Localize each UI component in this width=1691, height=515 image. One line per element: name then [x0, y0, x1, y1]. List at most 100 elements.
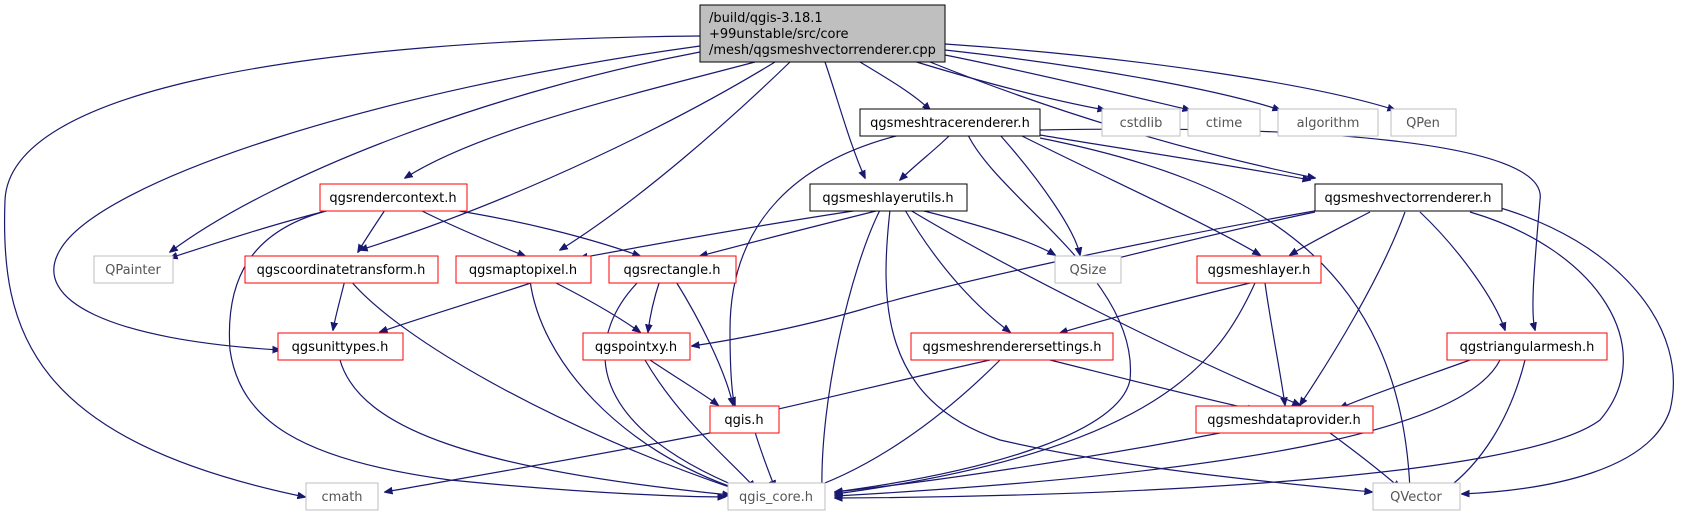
edge-meshlayer-dataprovider [1264, 282, 1285, 405]
edge-layerutils-maptopixel [580, 209, 861, 258]
node-qgiscore: qgis_core.h [727, 482, 826, 511]
node-tracerenderer-label: qgsmeshtracerenderer.h [870, 116, 1030, 131]
node-layerutils[interactable]: qgsmeshlayerutils.h [809, 183, 968, 212]
node-algorithm: algorithm [1277, 108, 1379, 137]
edge-tracerenderer-qgis [730, 134, 901, 405]
node-algorithm-label: algorithm [1297, 116, 1360, 131]
edge-root-unittypes [53, 45, 701, 350]
edge-root-qpen [944, 43, 1395, 110]
node-cstdlib: cstdlib [1101, 108, 1181, 137]
edge-qgis-qgiscore [754, 431, 775, 488]
edge-layerutils-qsize [919, 209, 1055, 255]
edge-triangularmesh-dataprovider [1340, 359, 1471, 408]
edge-root-tracerenderer [859, 61, 930, 110]
edge-rendercontext-qpainter [170, 209, 331, 258]
edge-vectorrenderer-qvector [1462, 204, 1674, 494]
edge-coordtransform-qgiscore [349, 279, 738, 490]
edge-root-cmath [3, 35, 701, 497]
node-unittypes[interactable]: qgsunittypes.h [277, 332, 404, 361]
edge-coordtransform-unittypes [333, 279, 346, 330]
edge-layerutils-qgiscore [822, 209, 881, 490]
edge-maptopixel-pointxy [549, 279, 640, 332]
node-qpen: QPen [1390, 108, 1457, 137]
edge-root-rendercontext [405, 61, 756, 178]
edge-root-qpainter [170, 51, 701, 252]
node-vectorrenderer-label: qgsmeshvectorrenderer.h [1324, 191, 1491, 206]
node-qvector: QVector [1372, 482, 1461, 511]
edge-renderersettings-dataprovider [1049, 359, 1255, 410]
edge-dataprovider-qgiscore [835, 432, 1221, 492]
node-triangularmesh-label: qgstriangularmesh.h [1460, 340, 1595, 355]
node-root-file[interactable]: /build/qgis-3.18.1 +99unstable/src/core … [699, 4, 946, 63]
node-rendercontext[interactable]: qgsrendercontext.h [319, 183, 468, 212]
node-triangularmesh[interactable]: qgstriangularmesh.h [1446, 332, 1608, 361]
node-qpainter-label: QPainter [105, 263, 161, 278]
edge-tracerenderer-vectorrenderer [1039, 134, 1310, 180]
node-coordtransform[interactable]: qgscoordinatetransform.h [244, 255, 439, 284]
edge-rendercontext-coordtransform [358, 209, 386, 252]
edge-meshlayer-qgiscore [835, 282, 1256, 494]
node-qvector-label: QVector [1390, 490, 1442, 505]
edge-triangularmesh-qvector [1445, 359, 1526, 490]
node-rectangle-label: qgsrectangle.h [623, 263, 720, 278]
node-maptopixel-label: qgsmaptopixel.h [469, 263, 577, 278]
node-dataprovider[interactable]: qgsmeshdataprovider.h [1195, 405, 1374, 434]
node-renderersettings[interactable]: qgsmeshrenderersettings.h [910, 332, 1114, 361]
node-renderersettings-label: qgsmeshrenderersettings.h [922, 340, 1101, 355]
edge-root-layerutils [824, 61, 865, 178]
edge-rendercontext-rectangle [439, 207, 640, 256]
edge-maptopixel-unittypes [380, 279, 541, 332]
edge-renderersettings-qgis [765, 359, 991, 412]
edge-root-cstdlib [909, 59, 1105, 110]
node-meshlayer-label: qgsmeshlayer.h [1208, 263, 1311, 278]
edge-layerutils-renderersettings [904, 209, 1010, 332]
node-cmath-label: cmath [321, 490, 362, 505]
node-vectorrenderer[interactable]: qgsmeshvectorrenderer.h [1314, 183, 1503, 212]
edge-rectangle-pointxy [648, 279, 661, 332]
edge-tracerenderer-meshlayer [1019, 134, 1260, 255]
node-pointxy[interactable]: qgspointxy.h [582, 332, 691, 361]
edge-pointxy-qgis [649, 359, 718, 405]
node-cstdlib-label: cstdlib [1120, 116, 1163, 131]
edge-layerutils-rectangle [700, 209, 881, 256]
edge-vectorrenderer-pointxy [692, 209, 1321, 346]
node-rectangle[interactable]: qgsrectangle.h [608, 255, 737, 284]
edge-pointxy-qgiscore [644, 359, 755, 488]
edge-renderersettings-qgiscore [800, 359, 1001, 492]
edge-vectorrenderer-dataprovider [1300, 211, 1406, 405]
edge-vectorrenderer-qsize [1102, 211, 1316, 262]
node-ctime: ctime [1187, 108, 1261, 137]
node-qsize-label: QSize [1070, 263, 1107, 278]
edge-root-coordtransform [360, 61, 776, 250]
edge-rectangle-qgiscore [604, 279, 745, 490]
node-pointxy-label: qgspointxy.h [595, 340, 677, 355]
node-qgis-label: qgis.h [724, 413, 763, 428]
node-tracerenderer[interactable]: qgsmeshtracerenderer.h [859, 108, 1041, 137]
root-line-1: /build/qgis-3.18.1 [709, 11, 823, 26]
node-ctime-label: ctime [1206, 116, 1243, 131]
node-coordtransform-label: qgscoordinatetransform.h [257, 263, 426, 278]
node-qpen-label: QPen [1406, 116, 1440, 131]
edge-qgis-cmath [385, 431, 716, 492]
node-qgis[interactable]: qgis.h [709, 405, 780, 434]
node-cmath: cmath [305, 482, 379, 511]
edge-root-ctime [944, 54, 1190, 110]
node-qgiscore-label: qgis_core.h [739, 490, 813, 505]
edge-unittypes-qgiscore [339, 359, 730, 495]
edge-layerutils-qvector [885, 209, 1372, 492]
edge-meshlayer-renderersettings [1060, 282, 1251, 333]
edge-tracerenderer-layerutils [900, 134, 951, 180]
edge-root-maptopixel [560, 61, 791, 250]
node-rendercontext-label: qgsrendercontext.h [329, 191, 456, 206]
root-line-2: +99unstable/src/core [709, 27, 849, 42]
node-unittypes-label: qgsunittypes.h [292, 340, 389, 355]
node-meshlayer[interactable]: qgsmeshlayer.h [1196, 255, 1322, 284]
node-qpainter: QPainter [93, 255, 174, 284]
edge-tracerenderer-qsize [999, 134, 1080, 255]
node-maptopixel[interactable]: qgsmaptopixel.h [455, 255, 592, 284]
edge-tracerenderer-triangularmesh [1039, 128, 1541, 330]
edge-rendercontext-maptopixel [419, 209, 525, 256]
root-line-3: /mesh/qgsmeshvectorrenderer.cpp [709, 43, 936, 58]
header-nodes: /build/qgis-3.18.1 +99unstable/src/core … [93, 4, 1608, 511]
